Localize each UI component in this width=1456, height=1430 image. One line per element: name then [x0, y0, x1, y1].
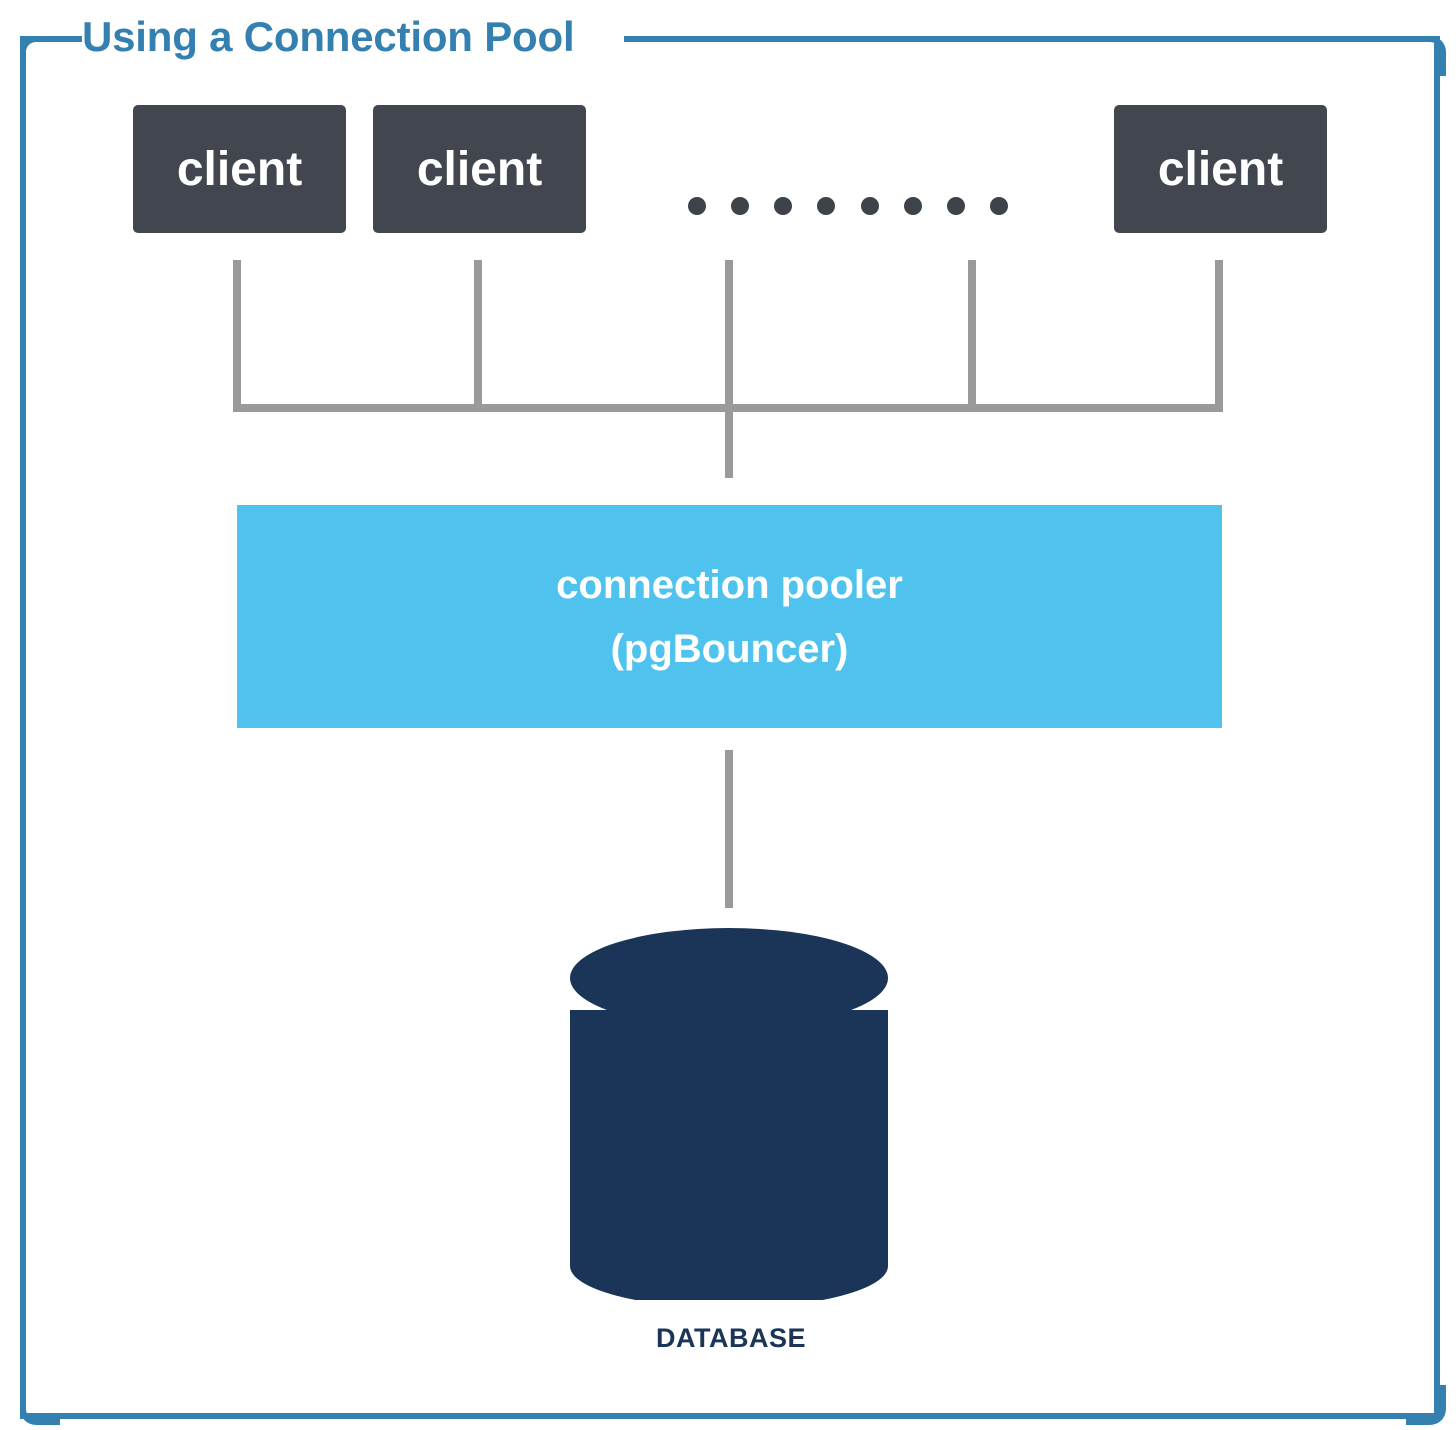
connection-pooler-node: connection pooler (pgBouncer)	[237, 505, 1222, 728]
connection-pooler-label-line1: connection pooler	[556, 562, 903, 607]
frame-border-top-right	[624, 36, 1440, 42]
frame-corner-top-left	[20, 36, 60, 76]
connector-pooler-to-database	[725, 750, 733, 908]
ellipsis-dot	[688, 197, 706, 215]
client-node-2-label: client	[416, 142, 543, 196]
ellipsis-dots	[688, 196, 1008, 216]
ellipsis-dot	[946, 197, 965, 215]
connector-client-3	[1215, 260, 1223, 412]
frame-border-bottom	[20, 1413, 1440, 1419]
database-cylinder-body	[570, 1010, 888, 1308]
connector-client-1	[233, 260, 241, 412]
diagram-title: Using a Connection Pool	[82, 6, 622, 68]
ellipsis-dot	[860, 197, 879, 215]
connector-client-2	[474, 260, 482, 412]
connector-bus-horizontal	[233, 404, 1223, 412]
connector-client-extra	[968, 260, 976, 412]
connector-bus-stem	[725, 260, 733, 478]
ellipsis-dot	[774, 197, 793, 215]
ellipsis-dot	[817, 197, 836, 215]
client-node-3-label: client	[1157, 142, 1284, 196]
database-label: DATABASE	[612, 1300, 850, 1376]
frame-border-right	[1434, 36, 1440, 1419]
client-node-1-label: client	[176, 142, 303, 196]
ellipsis-dot	[989, 197, 1008, 215]
database-cylinder-top-ellipse	[570, 928, 888, 1028]
frame-border-left	[20, 36, 26, 1419]
connection-pooler-label-line2: (pgBouncer)	[610, 626, 849, 671]
ellipsis-dot	[731, 197, 750, 215]
client-node-3: client	[1114, 105, 1327, 233]
frame-corner-top-right	[1406, 36, 1446, 76]
client-node-1: client	[133, 105, 346, 233]
frame-corner-bottom-right	[1406, 1385, 1446, 1425]
ellipsis-dot	[903, 197, 922, 215]
frame-corner-bottom-left	[20, 1385, 60, 1425]
client-node-2: client	[373, 105, 586, 233]
database-cylinder	[570, 928, 888, 1308]
